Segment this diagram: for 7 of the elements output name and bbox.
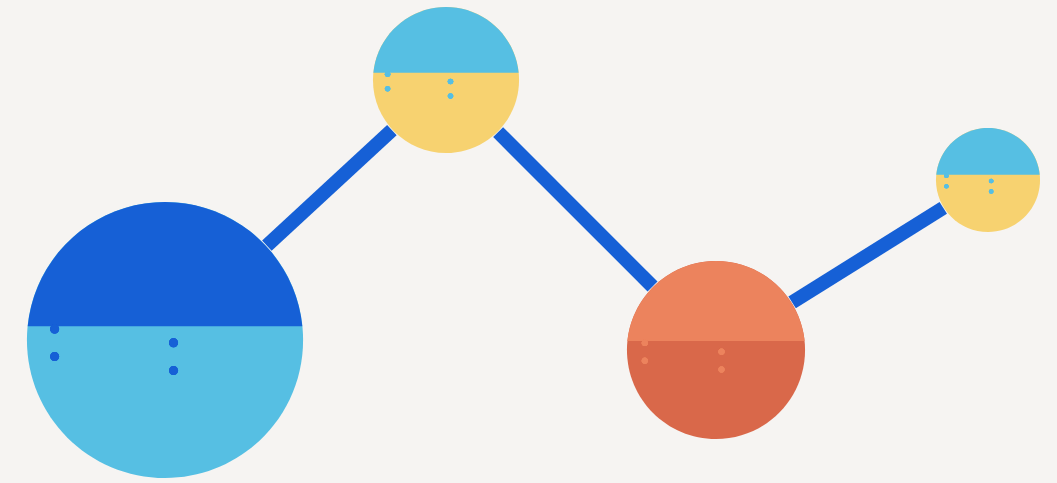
connector-line — [262, 124, 397, 251]
circle — [935, 127, 1040, 232]
circle — [372, 6, 520, 154]
connector-line — [493, 127, 658, 292]
connector-line — [788, 202, 947, 309]
circle — [26, 201, 304, 479]
circle — [626, 260, 806, 440]
